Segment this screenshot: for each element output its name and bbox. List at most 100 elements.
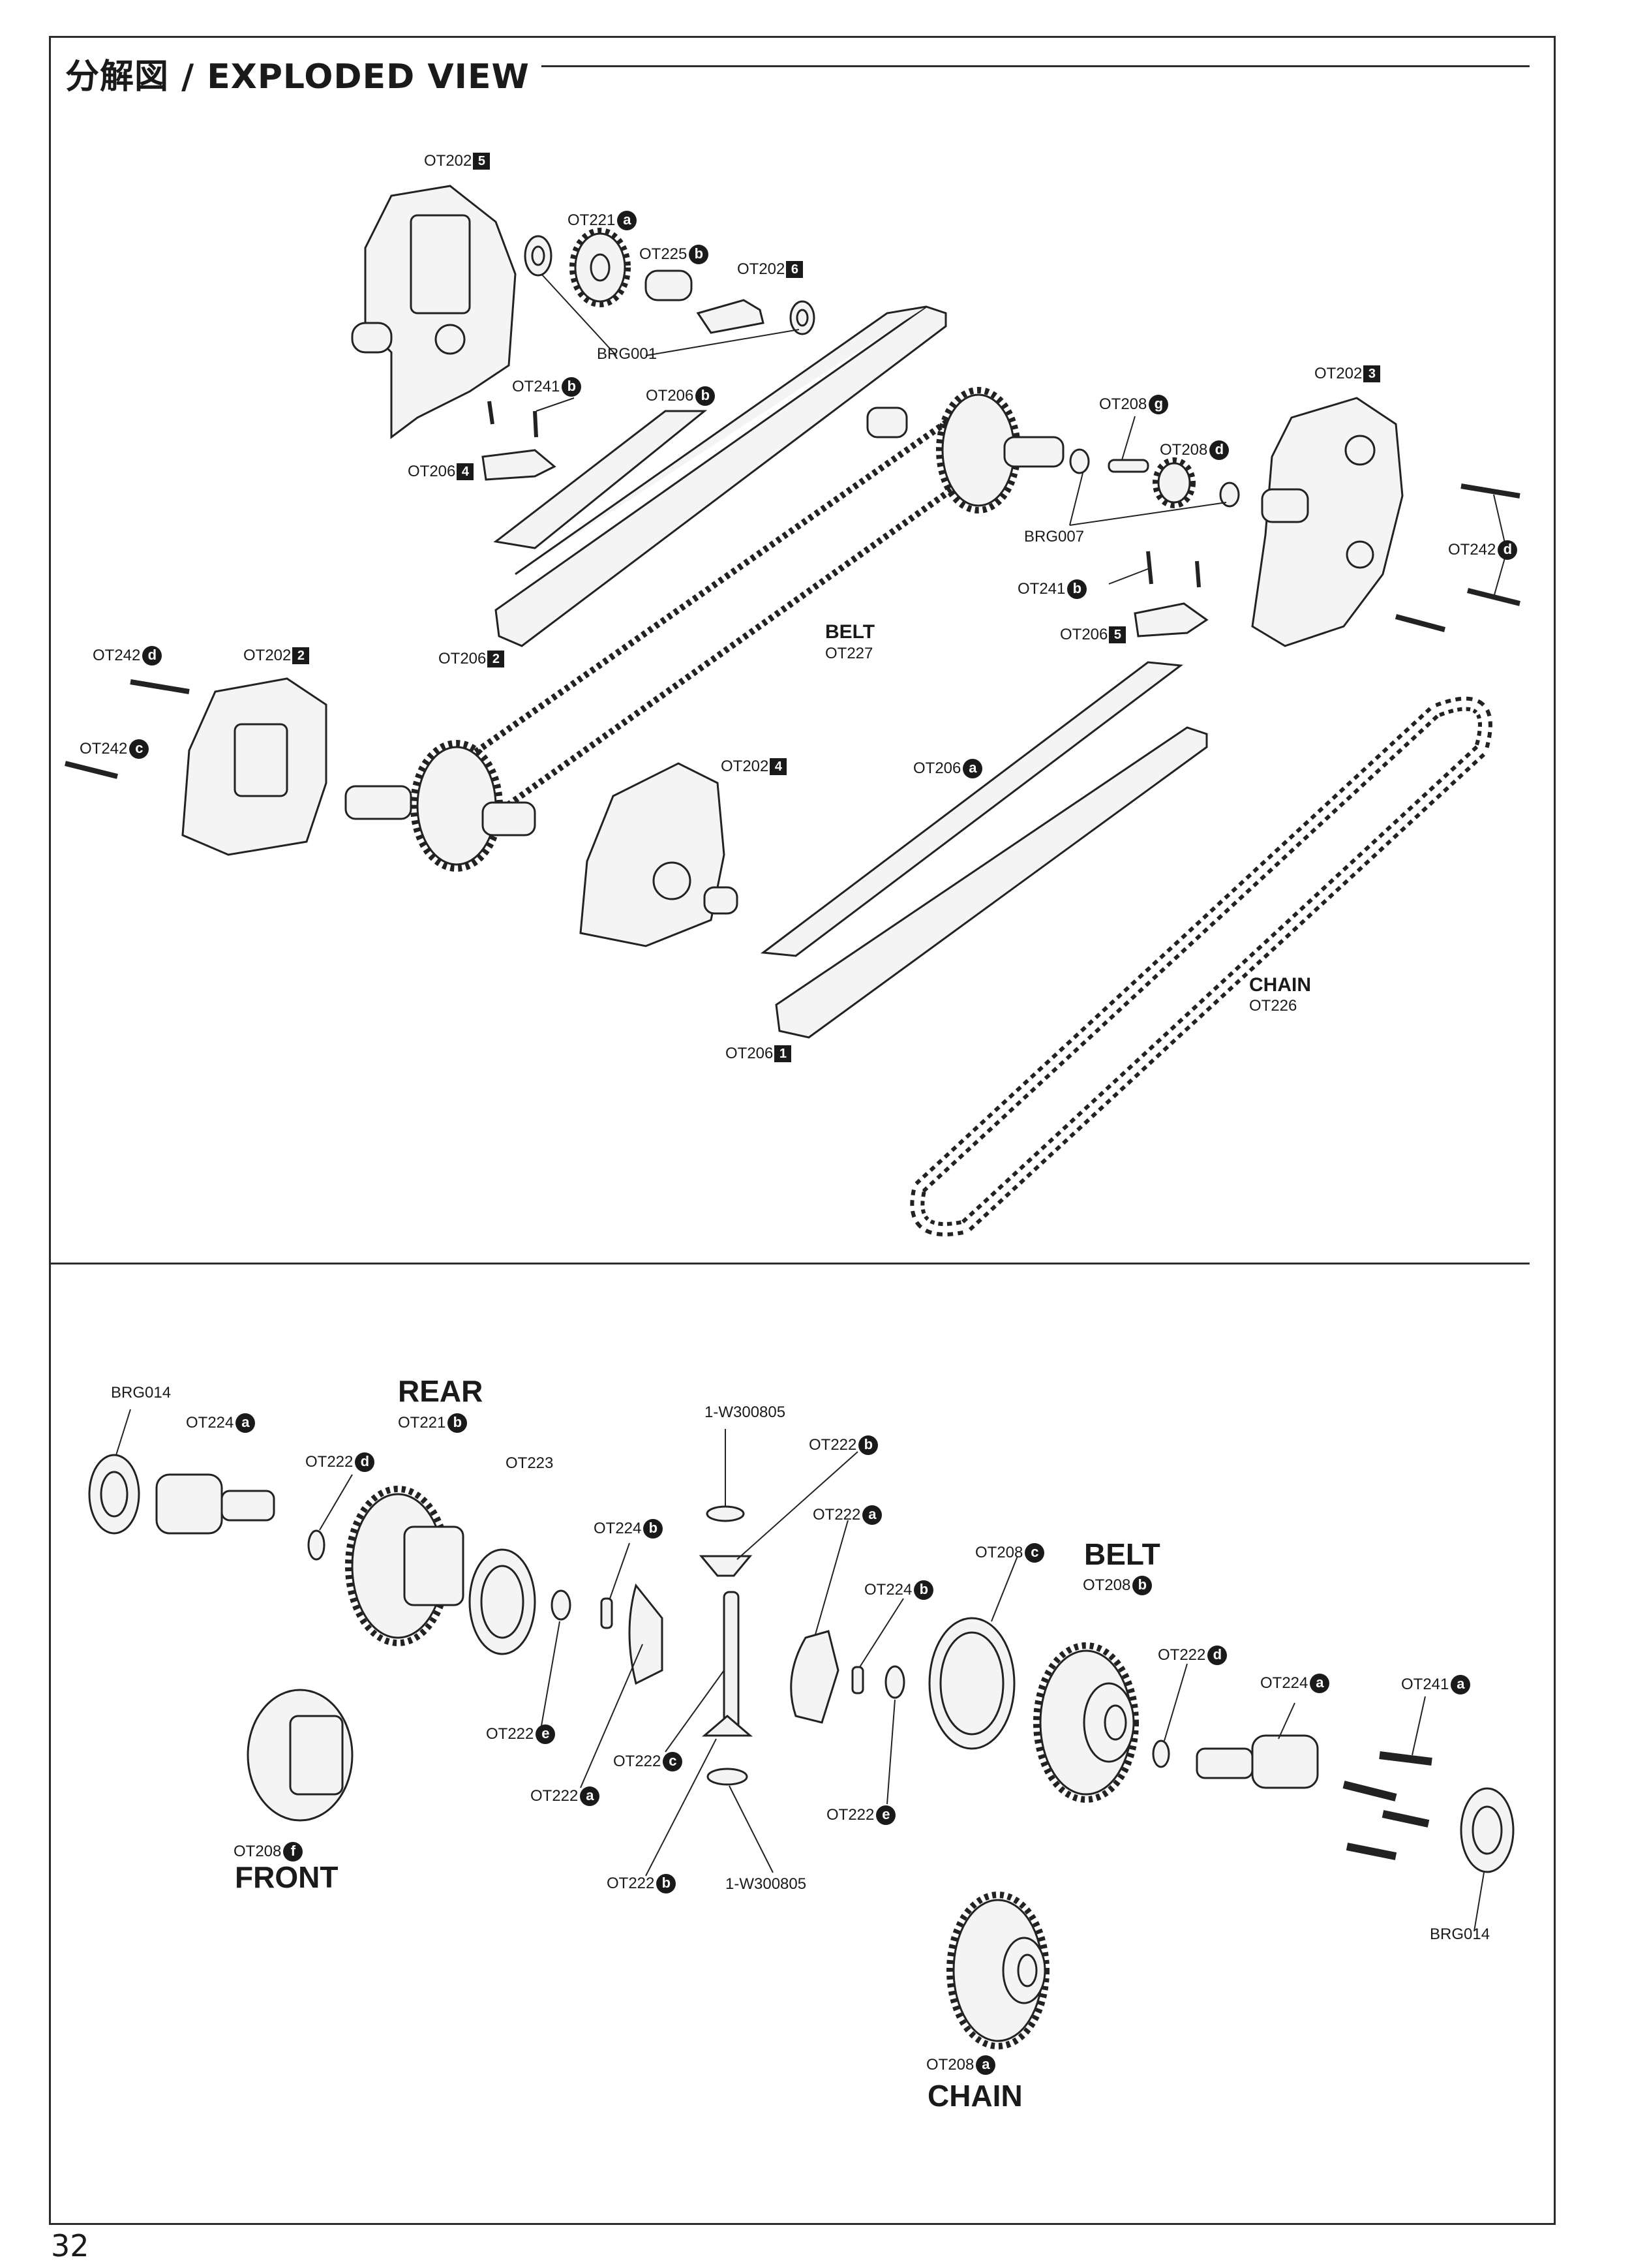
part-mark: 5 [473,153,491,170]
part-mark: d [1207,1646,1228,1665]
rear-title: REAR [398,1374,483,1408]
part-mark: 4 [457,463,474,480]
part-code: OT224 [186,1414,234,1432]
part-code: OT222 [486,1725,534,1743]
washer-ot222e-right [884,1665,905,1699]
pin-ot224b-left [600,1597,613,1629]
part-code: OT221 [567,211,616,229]
part-code: OT222 [305,1453,354,1471]
outdrive-ot224a-left [155,1473,275,1535]
pin-ot224b-right [851,1666,864,1694]
rail-ot2062 [494,305,947,647]
part-code: OT206 [408,463,456,480]
part-mark: b [447,1413,468,1433]
part-code: OT242 [1448,541,1496,559]
part-code: OT242 [93,647,141,664]
part-code: 1-W300805 [725,1875,807,1893]
screws-ot241a [1342,1751,1432,1860]
part-mark: e [536,1724,556,1744]
bearing-brg007-b [1219,482,1240,508]
part-code: OT208 [926,2056,975,2074]
bevel-gear-ot222a-right [790,1630,839,1724]
part-code: OT241 [512,378,560,395]
plate-ot206a [761,661,1183,957]
bearing-brg001-left [524,235,552,277]
gasket-ot223 [468,1548,536,1655]
part-code: OT222 [809,1436,857,1454]
bevel-gear-ot222a-left [628,1583,663,1685]
belt-code: OT227 [825,645,873,662]
part-mark: a [862,1505,883,1525]
gear-ot208d [1153,457,1196,508]
part-mark: f [283,1842,303,1862]
label-1-w300805-bottom: 1-W300805 [725,1875,806,1894]
part-code: OT206 [725,1045,774,1062]
sprocket-ot208a [946,1892,1050,2049]
section-divider [49,1263,1530,1264]
part-code: OT202 [424,152,472,170]
bevel-pinion-ot222b-bottom [701,1715,753,1737]
part-mark: 6 [786,261,804,278]
part-mark: e [876,1805,896,1825]
part-code: OT222 [607,1875,655,1892]
chain-ot226 [910,696,1492,1236]
page-frame [49,36,1556,2225]
spacer-ot225b [644,269,693,301]
part-code: OT222 [1158,1646,1206,1664]
part-code: BRG014 [111,1384,172,1402]
shim-ot222d-right [1152,1739,1170,1768]
screw-ot242c-left [65,761,118,779]
label-1-w300805-top: 1-W300805 [704,1403,785,1422]
bearing-brg001-right [789,300,815,335]
part-code: OT224 [1260,1674,1308,1692]
part-mark: d [142,646,162,666]
part-mark: c [1025,1543,1045,1563]
part-mark: 3 [1363,365,1381,382]
part-code: BRG007 [1024,528,1085,545]
leader-lines [115,273,1507,1932]
part-mark: b [858,1435,879,1455]
label-ot223: OT223 [506,1454,553,1473]
belt-title: BELT [1084,1537,1160,1571]
part-mark: 5 [1109,626,1126,643]
part-code: OT206 [1060,626,1108,643]
screw-ot241b-b [1195,560,1201,588]
page-number: 32 [51,2228,89,2263]
part-mark: b [1067,579,1087,599]
part-code: OT208 [975,1544,1023,1561]
part-mark: b [914,1580,934,1600]
part-code: OT225 [639,245,688,263]
bevel-pinion-ot222b-top [699,1555,753,1577]
front-title: FRONT [235,1860,339,1894]
washer-1-w300805-bottom [706,1768,748,1786]
part-mark: b [695,386,716,406]
part-code: 1-W300805 [704,1403,786,1421]
gearbox-housing-rear-upper [351,185,517,439]
outdrive-ot224a-right [1196,1734,1319,1789]
